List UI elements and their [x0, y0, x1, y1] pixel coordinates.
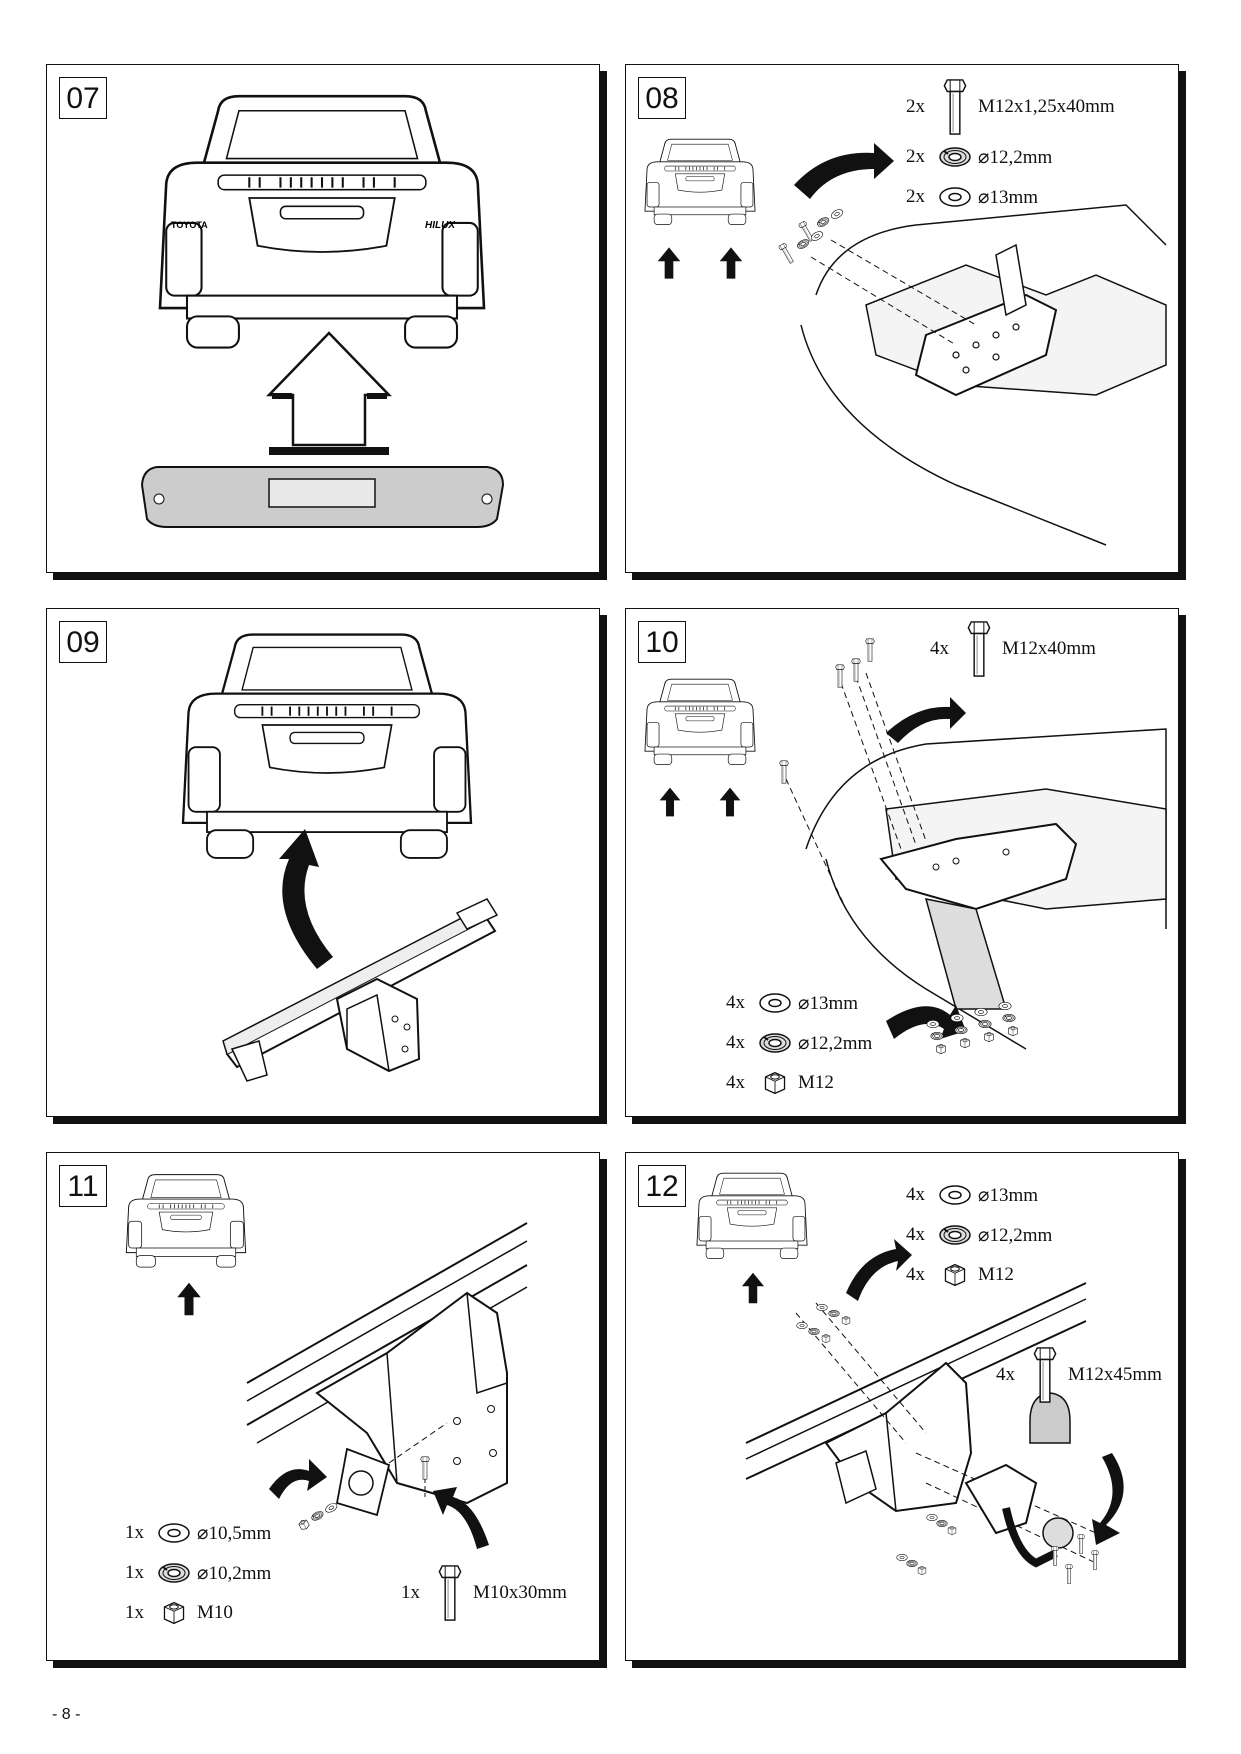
part-quantity: 1x: [125, 1562, 144, 1583]
illustration-position-towbar: [181, 633, 499, 1082]
parts-row: 4x ⌀12,2mm: [906, 1215, 1052, 1255]
part-spec: M12: [798, 1072, 834, 1093]
part-quantity: 4x: [906, 1264, 925, 1285]
step-number: 09: [59, 621, 107, 663]
part-quantity: 4x: [996, 1364, 1015, 1385]
washer-icon: [758, 990, 792, 1016]
parts-row: 4x M12x45mm: [996, 1345, 1162, 1405]
part-quantity: 4x: [906, 1224, 925, 1245]
part-quantity: 1x: [401, 1582, 420, 1603]
bolt-icon: [433, 1564, 467, 1622]
part-spec: ⌀12,2mm: [798, 1032, 873, 1054]
parts-list-bolts: 4x M12x40mm: [930, 619, 1096, 679]
illustration-socket-plate: [125, 1174, 528, 1549]
parts-row: 1x M10x30mm: [401, 1563, 567, 1623]
step-number: 12: [638, 1165, 686, 1207]
part-quantity: 2x: [906, 146, 925, 167]
panel-step-08: 08 2x M12x1,25x40mm 2x ⌀12,2mm 2x ⌀13mm: [625, 64, 1179, 573]
parts-list-fasteners: 1x ⌀10,5mm 1x ⌀10,2mm 1x M10: [125, 1513, 271, 1633]
part-spec: ⌀12,2mm: [978, 1224, 1053, 1246]
bolt-icon: [938, 78, 972, 136]
part-quantity: 4x: [726, 1072, 745, 1093]
part-spec: ⌀13mm: [978, 186, 1038, 208]
step-number: 10: [638, 621, 686, 663]
parts-list-fasteners: 4x ⌀13mm 4x ⌀12,2mm 4x M12: [726, 983, 872, 1103]
parts-list-bolts: 4x M12x45mm: [996, 1345, 1162, 1405]
parts-row: 2x M12x1,25x40mm: [906, 77, 1115, 137]
parts-row: 1x ⌀10,5mm: [125, 1513, 271, 1553]
part-spec: M10: [197, 1602, 233, 1623]
part-quantity: 2x: [906, 96, 925, 117]
brand-badge: TOYOTA: [171, 220, 208, 230]
parts-list-bolt: 1x M10x30mm: [401, 1563, 567, 1623]
part-quantity: 1x: [125, 1602, 144, 1623]
part-spec: ⌀12,2mm: [978, 146, 1053, 168]
parts-row: 4x M12x40mm: [930, 619, 1096, 679]
parts-row: 4x ⌀13mm: [726, 983, 872, 1023]
part-spec: M12x1,25x40mm: [978, 96, 1115, 117]
part-spec: M12x40mm: [1002, 638, 1096, 659]
step-number: 08: [638, 77, 686, 119]
part-quantity: 4x: [930, 638, 949, 659]
panel-step-10: 10 4x M12x40mm 4x ⌀13mm 4x ⌀12,2mm 4x M1…: [625, 608, 1179, 1117]
parts-list: 2x M12x1,25x40mm 2x ⌀12,2mm 2x ⌀13mm: [906, 77, 1115, 217]
spring-washer-icon: [938, 144, 972, 170]
washer-icon: [938, 184, 972, 210]
parts-list-fasteners: 4x ⌀13mm 4x ⌀12,2mm 4x M12: [906, 1175, 1052, 1295]
panel-step-12: 12 4x ⌀13mm 4x ⌀12,2mm 4x M12 4x M12x45m…: [625, 1152, 1179, 1661]
panel-step-11: 11 1x ⌀10,5mm 1x ⌀10,2mm 1x M10 1x M10x3…: [46, 1152, 600, 1661]
part-quantity: 1x: [125, 1522, 144, 1543]
nut-icon: [758, 1070, 792, 1096]
nut-icon: [157, 1600, 191, 1626]
spring-washer-icon: [938, 1222, 972, 1248]
illustration-remove-bumper: TOYOTA HILUX: [140, 94, 505, 528]
part-spec: ⌀10,5mm: [197, 1522, 272, 1544]
parts-row: 2x ⌀13mm: [906, 177, 1115, 217]
spring-washer-icon: [157, 1560, 191, 1586]
model-badge: HILUX: [425, 220, 456, 231]
nut-icon: [938, 1262, 972, 1288]
part-spec: M10x30mm: [473, 1582, 567, 1603]
part-spec: ⌀13mm: [978, 1184, 1038, 1206]
part-spec: M12x45mm: [1068, 1364, 1162, 1385]
parts-row: 4x M12: [906, 1255, 1052, 1295]
part-spec: M12: [978, 1264, 1014, 1285]
washer-icon: [157, 1520, 191, 1546]
parts-row: 1x ⌀10,2mm: [125, 1553, 271, 1593]
part-quantity: 4x: [726, 992, 745, 1013]
part-spec: ⌀10,2mm: [197, 1562, 272, 1584]
bolt-icon: [962, 620, 996, 678]
panel-step-09: 09: [46, 608, 600, 1117]
bolt-icon: [1028, 1346, 1062, 1404]
parts-row: 4x M12: [726, 1063, 872, 1103]
page-number: - 8 -: [52, 1706, 81, 1723]
washer-icon: [938, 1182, 972, 1208]
step-number: 07: [59, 77, 107, 119]
parts-row: 1x M10: [125, 1593, 271, 1633]
part-quantity: 2x: [906, 186, 925, 207]
part-quantity: 4x: [726, 1032, 745, 1053]
illustration-towball-assembly: [696, 1172, 1124, 1584]
illustration-mounting-brackets: [644, 138, 1167, 546]
spring-washer-icon: [758, 1030, 792, 1056]
part-quantity: 4x: [906, 1184, 925, 1205]
illustration-bolt-towbar-frame: [644, 638, 1167, 1055]
parts-row: 4x ⌀12,2mm: [726, 1023, 872, 1063]
step-number: 11: [59, 1165, 107, 1207]
parts-row: 4x ⌀13mm: [906, 1175, 1052, 1215]
part-spec: ⌀13mm: [798, 992, 858, 1014]
parts-row: 2x ⌀12,2mm: [906, 137, 1115, 177]
panel-step-07: TOYOTA HILUX 07: [46, 64, 600, 573]
